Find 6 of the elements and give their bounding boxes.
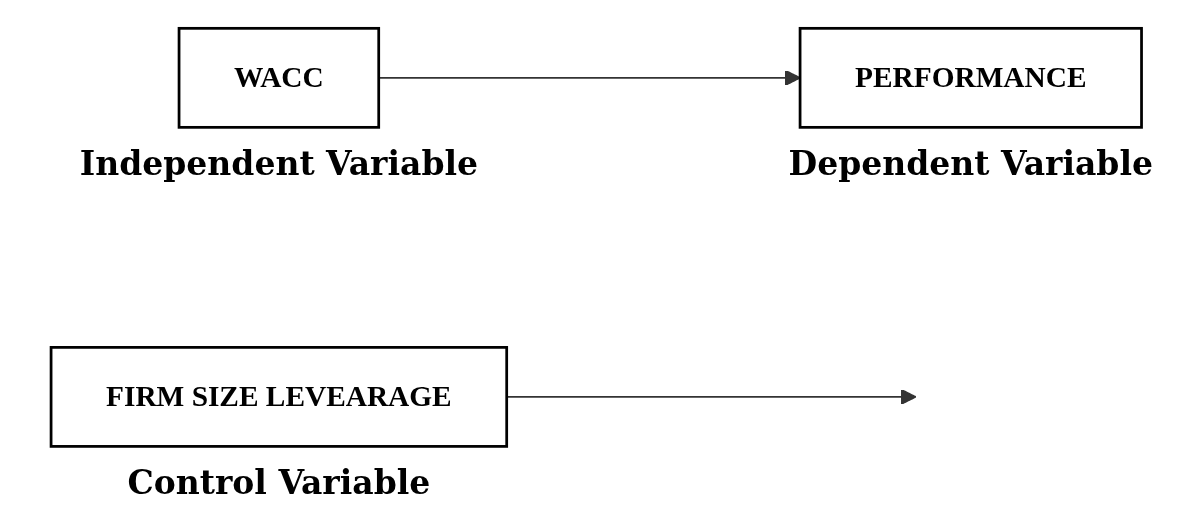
variable-caption: Independent Variable xyxy=(79,144,478,183)
variable-caption: Control Variable xyxy=(127,463,430,503)
node-box: WACC xyxy=(177,26,380,129)
node-box: PERFORMANCE xyxy=(798,26,1143,129)
variable-caption: Dependent Variable xyxy=(788,144,1153,183)
node-box: FIRM SIZE LEVEARAGE xyxy=(49,346,508,448)
